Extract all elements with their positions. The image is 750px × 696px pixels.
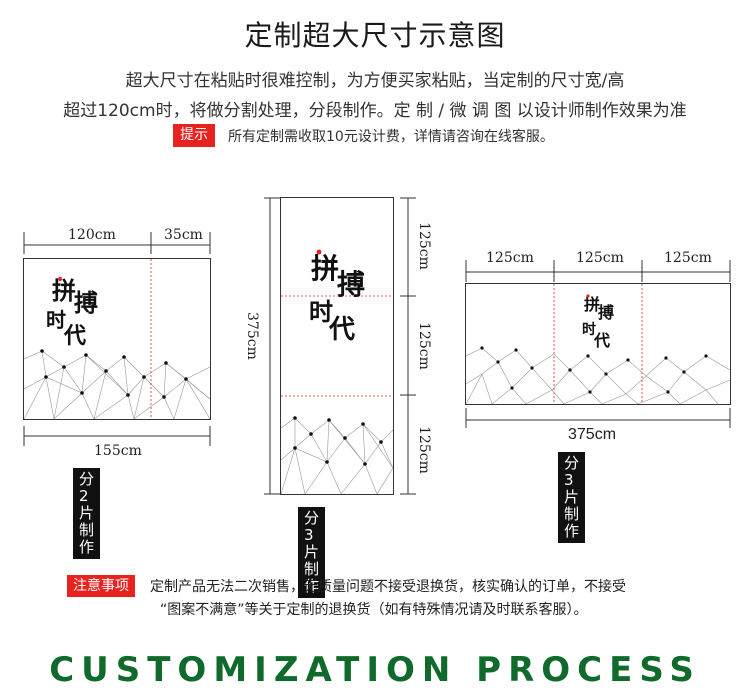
- art-char-1: 拼: [52, 276, 76, 305]
- network-pattern: 拼 搏 时 代: [24, 259, 210, 419]
- art-char-1: 拼: [584, 295, 600, 314]
- art-char-2: 搏: [598, 303, 614, 322]
- notice-badge: 注意事项: [67, 575, 135, 597]
- caption-three-pieces-vertical: 分3片制作: [298, 507, 326, 598]
- network-pattern: 拼 搏 时 代: [466, 284, 730, 404]
- notice-line-2: “图案不满意”等关于定制的退换货（如有特殊情况请及时联系客服）。: [160, 602, 588, 618]
- dim-label-125-b: 125cm: [416, 322, 432, 370]
- caption-two-pieces: 分2片制作: [73, 468, 101, 559]
- art-char-4: 代: [593, 331, 610, 350]
- art-char-4: 代: [328, 315, 355, 345]
- art-char-3: 时: [46, 308, 66, 332]
- dimension-line-left: [264, 197, 280, 495]
- network-pattern: 拼 搏 时 代: [281, 249, 393, 494]
- caption-three-pieces-horizontal: 分3片制作: [558, 452, 586, 543]
- dim-label-125-c: 125cm: [416, 426, 432, 474]
- panel-3-pieces-horizontal: 拼 搏 时 代: [465, 283, 731, 405]
- page-title: 定制超大尺寸示意图: [244, 19, 506, 52]
- customization-process-title: CUSTOMIZATION PROCESS: [49, 650, 701, 690]
- dimension-lines-top: [23, 232, 211, 254]
- dim-label-125-c: 125cm: [664, 250, 712, 266]
- dim-label-125-a: 125cm: [486, 250, 534, 266]
- dimension-lines-top: [465, 260, 731, 282]
- dim-label-125-a: 125cm: [416, 222, 432, 270]
- dim-label-375: 375cm: [568, 426, 617, 443]
- intro-line-2: 超过120cm时，将做分割处理，分段制作。定 制 / 微 调 图 以设计师制作效…: [63, 101, 687, 121]
- panel-2-pieces: 拼 搏 时 代: [23, 258, 211, 420]
- dim-label-155: 155cm: [94, 443, 142, 459]
- panel-3-pieces-vertical: 拼 搏 时 代: [280, 197, 394, 495]
- art-char-2: 搏: [337, 268, 365, 301]
- dimension-line-bottom: [465, 408, 731, 428]
- art-char-3: 时: [309, 297, 333, 326]
- dim-label-35: 35cm: [164, 227, 203, 243]
- art-char-3: 时: [582, 321, 596, 338]
- art-char-2: 搏: [74, 288, 98, 317]
- dim-label-375-vertical: 375cm: [244, 312, 260, 360]
- art-char-1: 拼: [311, 252, 339, 285]
- intro-line-1: 超大尺寸在粘贴时很难控制，为方便买家粘贴，当定制的尺寸宽/高: [125, 71, 625, 91]
- dim-label-125-b: 125cm: [576, 250, 624, 266]
- tip-text: 所有定制需收取10元设计费，详情请咨询在线客服。: [228, 129, 554, 145]
- notice-line-1: 定制产品无法二次销售，无质量问题不接受退换货，核实确认的订单，不接受: [150, 579, 626, 595]
- dimension-lines-right: [400, 197, 416, 495]
- dimension-line-bottom: [23, 426, 211, 446]
- dim-label-120: 120cm: [68, 227, 116, 243]
- art-char-4: 代: [63, 323, 86, 349]
- tip-badge: 提示: [173, 124, 215, 147]
